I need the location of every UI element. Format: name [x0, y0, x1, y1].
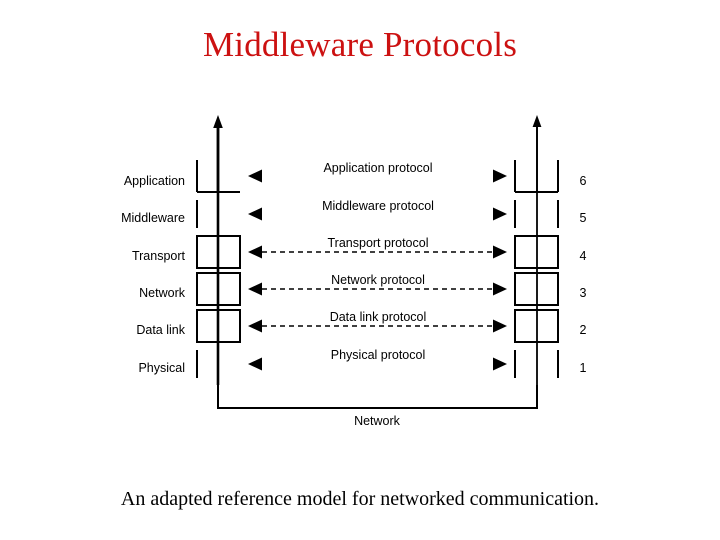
arrowhead-left-transport	[248, 245, 262, 259]
reference-model-diagram: Network Application Middleware Transport…	[0, 95, 720, 435]
arrowhead-right-application	[493, 169, 507, 183]
layer-label-transport: Transport	[132, 249, 186, 263]
arrowhead-right-transport	[493, 245, 507, 259]
arrowhead-right-middleware	[493, 207, 507, 221]
right-layer-box-transport	[514, 235, 559, 269]
right-layer-tick-physical	[514, 350, 559, 378]
protocol-label-datalink: Data link protocol	[330, 310, 427, 324]
layer-label-network: Network	[139, 286, 186, 300]
arrowhead-left-physical	[248, 357, 262, 371]
connector-physical	[248, 357, 507, 371]
layer-number-5: 5	[580, 211, 587, 225]
layer-number-6: 6	[580, 174, 587, 188]
right-layer-box-datalink	[514, 309, 559, 343]
layer-number-4: 4	[580, 249, 587, 263]
layer-label-middleware: Middleware	[121, 211, 185, 225]
figure-caption: An adapted reference model for networked…	[120, 488, 600, 510]
arrowhead-left-middleware	[248, 207, 262, 221]
diagram-svg: Network Application Middleware Transport…	[121, 115, 587, 428]
layer-label-datalink: Data link	[136, 323, 185, 337]
network-bus	[217, 385, 538, 409]
protocol-label-physical: Physical protocol	[331, 348, 426, 362]
arrowhead-right-physical	[493, 357, 507, 371]
connector-transport	[248, 245, 507, 259]
right-layer-box-application	[514, 160, 559, 193]
left-host-stack	[196, 115, 241, 385]
connector-network	[248, 282, 507, 296]
left-layer-box-network	[196, 272, 241, 306]
layer-number-1: 1	[580, 361, 587, 375]
left-layer-box-application	[196, 160, 240, 193]
network-bus-label: Network	[354, 414, 401, 428]
arrowhead-right-datalink	[493, 319, 507, 333]
arrowhead-left-network	[248, 282, 262, 296]
page-title: Middleware Protocols	[202, 25, 518, 64]
right-layer-tick-middleware	[514, 200, 559, 228]
layer-label-application: Application	[124, 174, 185, 188]
layer-label-physical: Physical	[138, 361, 185, 375]
layer-number-2: 2	[580, 323, 587, 337]
left-layer-box-datalink	[196, 309, 241, 343]
layer-number-3: 3	[580, 286, 587, 300]
protocol-label-application: Application protocol	[323, 161, 432, 175]
arrowhead-left-datalink	[248, 319, 262, 333]
connector-application	[248, 169, 507, 183]
connector-datalink	[248, 319, 507, 333]
connector-middleware	[248, 207, 507, 221]
left-layer-box-transport	[196, 235, 241, 269]
protocol-label-network: Network protocol	[331, 273, 425, 287]
right-host-stack	[514, 115, 559, 385]
arrowhead-left-application	[248, 169, 262, 183]
protocol-label-middleware: Middleware protocol	[322, 199, 434, 213]
arrowhead-right-network	[493, 282, 507, 296]
protocol-label-transport: Transport protocol	[328, 236, 429, 250]
right-layer-box-network	[514, 272, 559, 306]
